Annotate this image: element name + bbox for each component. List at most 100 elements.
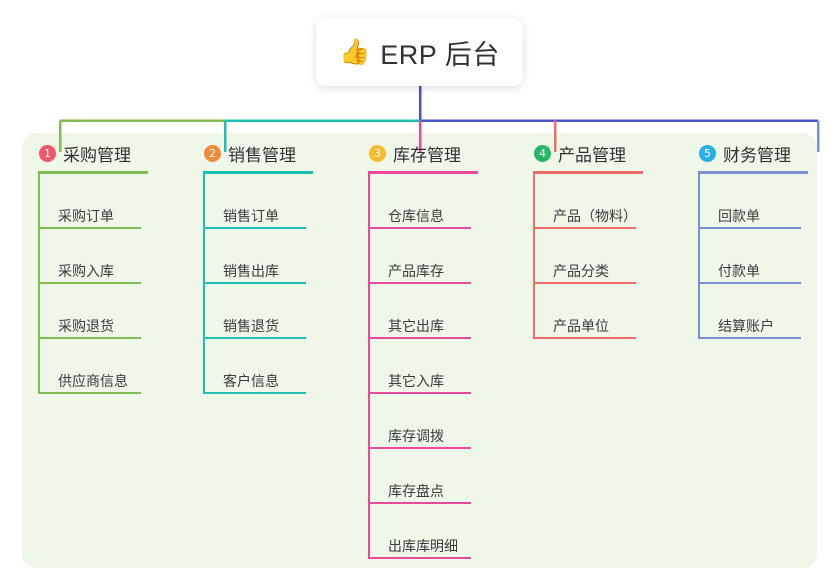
branch-item-underline xyxy=(38,392,141,394)
branch-item-underline xyxy=(368,282,471,284)
branch-column-3: 3 库存管理仓库信息产品库存其它出库其它入库库存调拨库存盘点出库库明细 xyxy=(368,133,533,559)
branch-column-2: 2 销售管理销售订单销售出库销售退货客户信息 xyxy=(203,133,368,394)
branch-item-label: 库存盘点 xyxy=(388,483,444,499)
branch-column-5: 5 财务管理回款单付款单结算账户 xyxy=(698,133,839,339)
branch-item-label: 产品分类 xyxy=(553,263,609,279)
branch-items: 采购订单采购入库采购退货供应商信息 xyxy=(38,174,203,394)
branch-header-underline xyxy=(698,171,808,174)
branch-number-badge: 4 xyxy=(534,145,551,162)
branches-panel xyxy=(22,133,817,568)
branch-item-underline xyxy=(368,502,471,504)
branch-item-underline xyxy=(368,227,471,229)
branch-item-underline xyxy=(698,282,801,284)
branch-spine xyxy=(533,174,535,339)
branch-spine xyxy=(698,174,700,339)
branch-title: 采购管理 xyxy=(63,146,131,165)
branch-number-badge: 3 xyxy=(369,145,386,162)
branch-item-underline xyxy=(38,337,141,339)
branch-item-underline xyxy=(368,337,471,339)
branch-item[interactable]: 采购退货 xyxy=(38,284,203,339)
branch-item-underline xyxy=(38,282,141,284)
branch-item[interactable]: 产品单位 xyxy=(533,284,698,339)
branch-item-label: 产品单位 xyxy=(553,318,609,334)
branch-item-label: 销售退货 xyxy=(223,318,279,334)
branch-item[interactable]: 客户信息 xyxy=(203,339,368,394)
branch-item[interactable]: 其它入库 xyxy=(368,339,533,394)
branch-number-badge: 1 xyxy=(39,145,56,162)
branch-item-label: 库存调拨 xyxy=(388,428,444,444)
branch-item-label: 销售出库 xyxy=(223,263,279,279)
branch-item[interactable]: 销售订单 xyxy=(203,174,368,229)
branch-item-underline xyxy=(698,227,801,229)
branch-item[interactable]: 采购订单 xyxy=(38,174,203,229)
branch-item[interactable]: 供应商信息 xyxy=(38,339,203,394)
branch-header-3[interactable]: 3 库存管理 xyxy=(368,133,533,174)
branch-item[interactable]: 付款单 xyxy=(698,229,839,284)
branch-title: 库存管理 xyxy=(393,146,461,165)
branch-item-label: 出库库明细 xyxy=(388,538,458,554)
branch-number-badge: 2 xyxy=(204,145,221,162)
root-node[interactable]: 👍 ERP 后台 xyxy=(316,18,523,86)
branch-item[interactable]: 其它出库 xyxy=(368,284,533,339)
branch-item-label: 其它出库 xyxy=(388,318,444,334)
branch-header-5[interactable]: 5 财务管理 xyxy=(698,133,839,174)
branch-item-label: 采购订单 xyxy=(58,208,114,224)
branch-header-underline xyxy=(203,171,313,174)
branch-item[interactable]: 产品库存 xyxy=(368,229,533,284)
branch-item-underline xyxy=(203,227,306,229)
branch-item-underline xyxy=(203,392,306,394)
branch-header-1[interactable]: 1 采购管理 xyxy=(38,133,203,174)
branch-column-1: 1 采购管理采购订单采购入库采购退货供应商信息 xyxy=(38,133,203,394)
branch-item[interactable]: 销售退货 xyxy=(203,284,368,339)
branch-spine xyxy=(38,174,40,394)
branch-item[interactable]: 仓库信息 xyxy=(368,174,533,229)
branch-item-label: 结算账户 xyxy=(718,318,774,334)
branch-item[interactable]: 采购入库 xyxy=(38,229,203,284)
branch-item-underline xyxy=(533,227,636,229)
branch-header-underline xyxy=(533,171,643,174)
branch-title: 销售管理 xyxy=(228,146,296,165)
branch-item-label: 采购入库 xyxy=(58,263,114,279)
branch-title: 产品管理 xyxy=(558,146,626,165)
thumbs-up-icon: 👍 xyxy=(339,37,371,66)
branch-header-2[interactable]: 2 销售管理 xyxy=(203,133,368,174)
branch-column-4: 4 产品管理产品（物料） 产品分类产品单位 xyxy=(533,133,698,339)
branch-item-underline xyxy=(38,227,141,229)
branch-item-label: 供应商信息 xyxy=(58,373,128,389)
branch-header-underline xyxy=(38,171,148,174)
branch-header-4[interactable]: 4 产品管理 xyxy=(533,133,698,174)
branch-item-underline xyxy=(368,557,471,559)
branch-item-underline xyxy=(698,337,801,339)
branch-item-label: 客户信息 xyxy=(223,373,279,389)
branch-item-label: 付款单 xyxy=(718,263,760,279)
branch-item[interactable]: 产品分类 xyxy=(533,229,698,284)
branch-spine xyxy=(368,174,370,559)
branch-item[interactable]: 回款单 xyxy=(698,174,839,229)
branch-items: 回款单付款单结算账户 xyxy=(698,174,839,339)
branch-header-underline xyxy=(368,171,478,174)
branch-item[interactable]: 销售出库 xyxy=(203,229,368,284)
branch-title: 财务管理 xyxy=(723,146,791,165)
branch-item-underline xyxy=(368,392,471,394)
branch-number-badge: 5 xyxy=(699,145,716,162)
branch-item[interactable]: 库存调拨 xyxy=(368,394,533,449)
branch-item-label: 销售订单 xyxy=(223,208,279,224)
branch-items: 产品（物料） 产品分类产品单位 xyxy=(533,174,698,339)
branch-item[interactable]: 结算账户 xyxy=(698,284,839,339)
branch-item-label: 回款单 xyxy=(718,208,760,224)
branch-item-underline xyxy=(533,282,636,284)
root-title: ERP 后台 xyxy=(380,39,500,70)
branch-spine xyxy=(203,174,205,394)
branch-item-underline xyxy=(368,447,471,449)
branch-item-underline xyxy=(533,337,636,339)
branch-item[interactable]: 库存盘点 xyxy=(368,449,533,504)
branch-item[interactable]: 产品（物料） xyxy=(533,174,698,229)
branch-item-label: 仓库信息 xyxy=(388,208,444,224)
branch-item-label: 产品（物料） xyxy=(553,208,637,224)
branch-item-label: 采购退货 xyxy=(58,318,114,334)
branch-items: 销售订单销售出库销售退货客户信息 xyxy=(203,174,368,394)
branch-item[interactable]: 出库库明细 xyxy=(368,504,533,559)
branch-item-underline xyxy=(203,282,306,284)
